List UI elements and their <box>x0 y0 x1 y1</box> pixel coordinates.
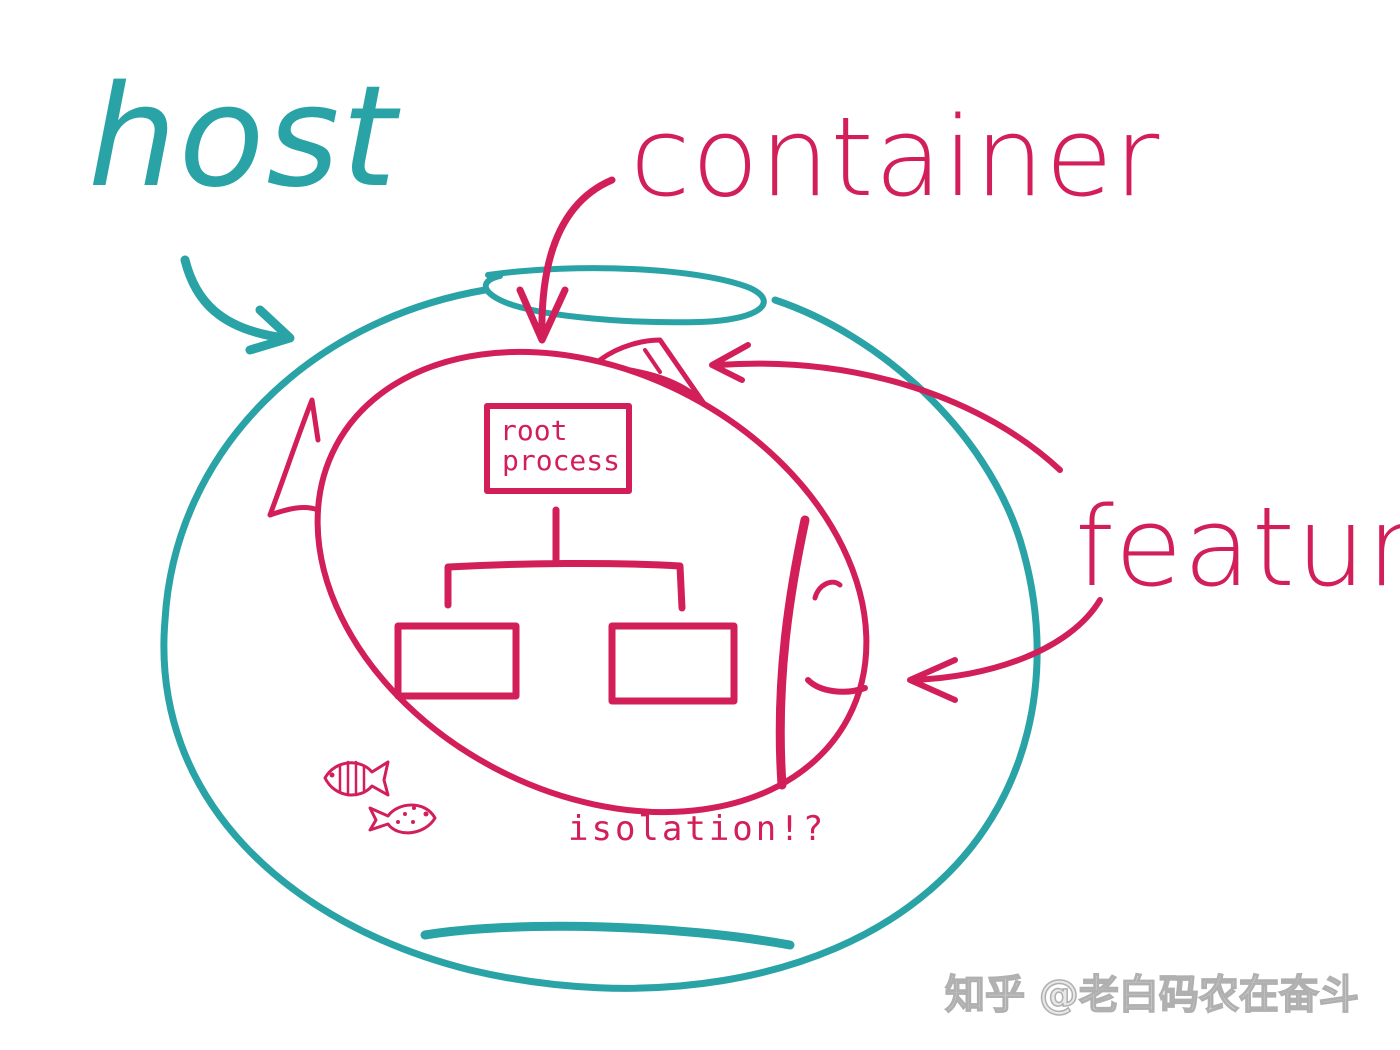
child-process-box-left <box>394 622 520 700</box>
container-fish-top-fin <box>597 337 708 408</box>
container-fish-mouth <box>805 677 868 695</box>
features-arrow-bottom <box>907 597 1103 703</box>
host-label: host <box>88 56 401 219</box>
container-fish <box>267 337 870 816</box>
host-annotation: host <box>88 56 401 355</box>
root-process-box <box>484 403 632 494</box>
host-bowl-rim <box>482 265 767 326</box>
features-label: features <box>1075 483 1400 611</box>
container-fish-gill <box>775 515 810 790</box>
container-annotation: container <box>516 93 1160 344</box>
process-tree: root process <box>394 403 738 705</box>
root-process-label-line1: root <box>500 414 567 447</box>
host-bowl <box>160 265 1041 992</box>
container-fish-eye <box>812 579 843 601</box>
features-annotation: features <box>709 342 1400 703</box>
root-process-label-line2: process <box>502 444 620 477</box>
fish-icon <box>368 803 437 835</box>
host-bowl-base <box>420 921 795 950</box>
tree-connector <box>444 506 686 612</box>
child-process-box-right <box>608 622 738 705</box>
watermark-text: 知乎 @老白码农在奋斗 <box>945 972 1359 1018</box>
container-fish-tail <box>267 397 321 518</box>
host-arrow <box>180 255 295 355</box>
isolation-label: isolation!? <box>568 809 826 849</box>
container-fish-top-fin-line <box>643 348 662 374</box>
container-label: container <box>630 93 1160 221</box>
container-arrow <box>516 176 616 344</box>
container-fish-body <box>314 348 870 816</box>
features-arrow-top <box>709 342 1063 473</box>
fish-icon <box>323 760 390 797</box>
host-bowl-outline <box>160 286 1041 992</box>
